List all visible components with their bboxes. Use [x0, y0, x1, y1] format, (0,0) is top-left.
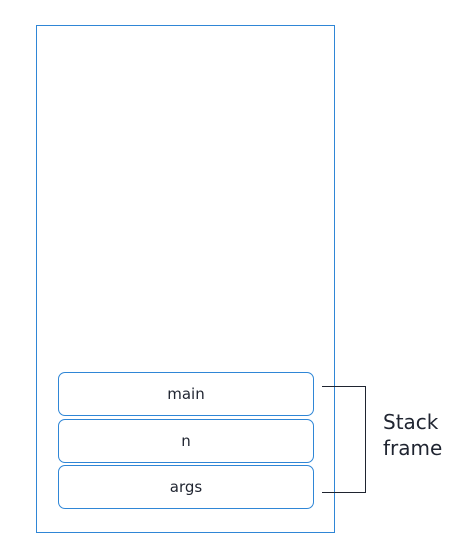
frame-label-n: n — [181, 432, 191, 450]
stack-frame-main: main — [58, 372, 314, 416]
stack-frame-args: args — [58, 465, 314, 509]
stack-frame-label: Stack frame — [383, 410, 443, 460]
stack-frame-bracket — [322, 386, 366, 493]
frame-label-args: args — [169, 478, 203, 496]
frame-label-main: main — [167, 385, 205, 403]
stack-frame-n: n — [58, 419, 314, 463]
